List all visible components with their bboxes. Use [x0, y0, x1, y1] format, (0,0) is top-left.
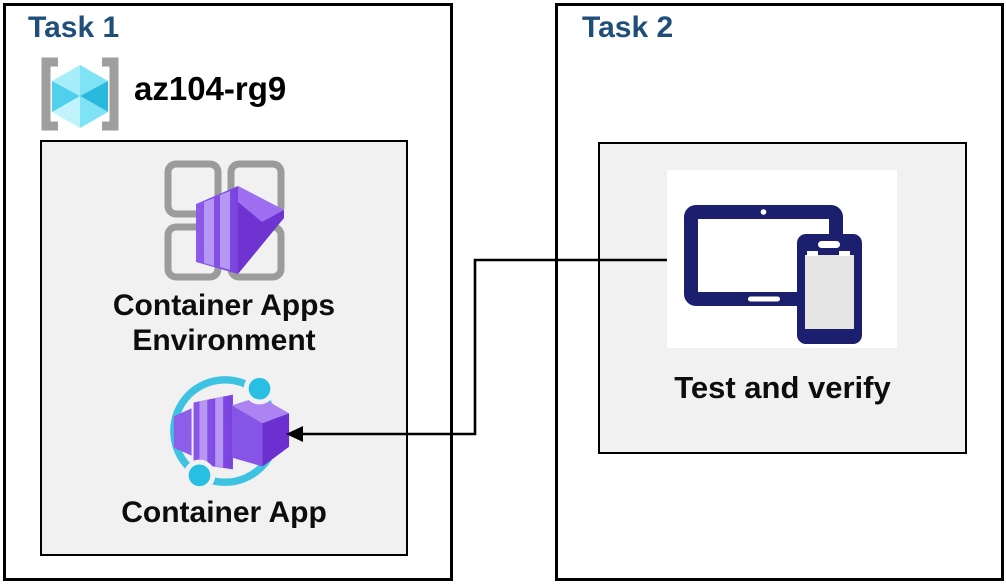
- orbit-dot-bottom: [183, 459, 216, 492]
- container-app-label: Container App: [121, 496, 327, 529]
- task1-title: Task 1: [28, 11, 120, 44]
- test-verify-label: Test and verify: [674, 370, 891, 405]
- task2-title: Task 2: [582, 11, 674, 44]
- container-apps-environment-icon: [164, 160, 285, 281]
- bracket-left: [41, 57, 58, 131]
- environment-label: Container Apps Environment: [112, 289, 336, 357]
- devices-icon: [684, 205, 862, 344]
- resource-group-icon: [41, 57, 119, 131]
- phone-glyph: [797, 234, 862, 344]
- device-icon-panel: [667, 170, 897, 348]
- bracket-right: [102, 57, 119, 131]
- cube-glyph: [52, 65, 108, 128]
- orbit-dot-top: [243, 372, 276, 405]
- container-glyph: [196, 186, 284, 274]
- container-app-icon: [170, 372, 290, 492]
- container-glyph: [173, 394, 290, 470]
- resource-group-name: az104-rg9: [134, 70, 287, 107]
